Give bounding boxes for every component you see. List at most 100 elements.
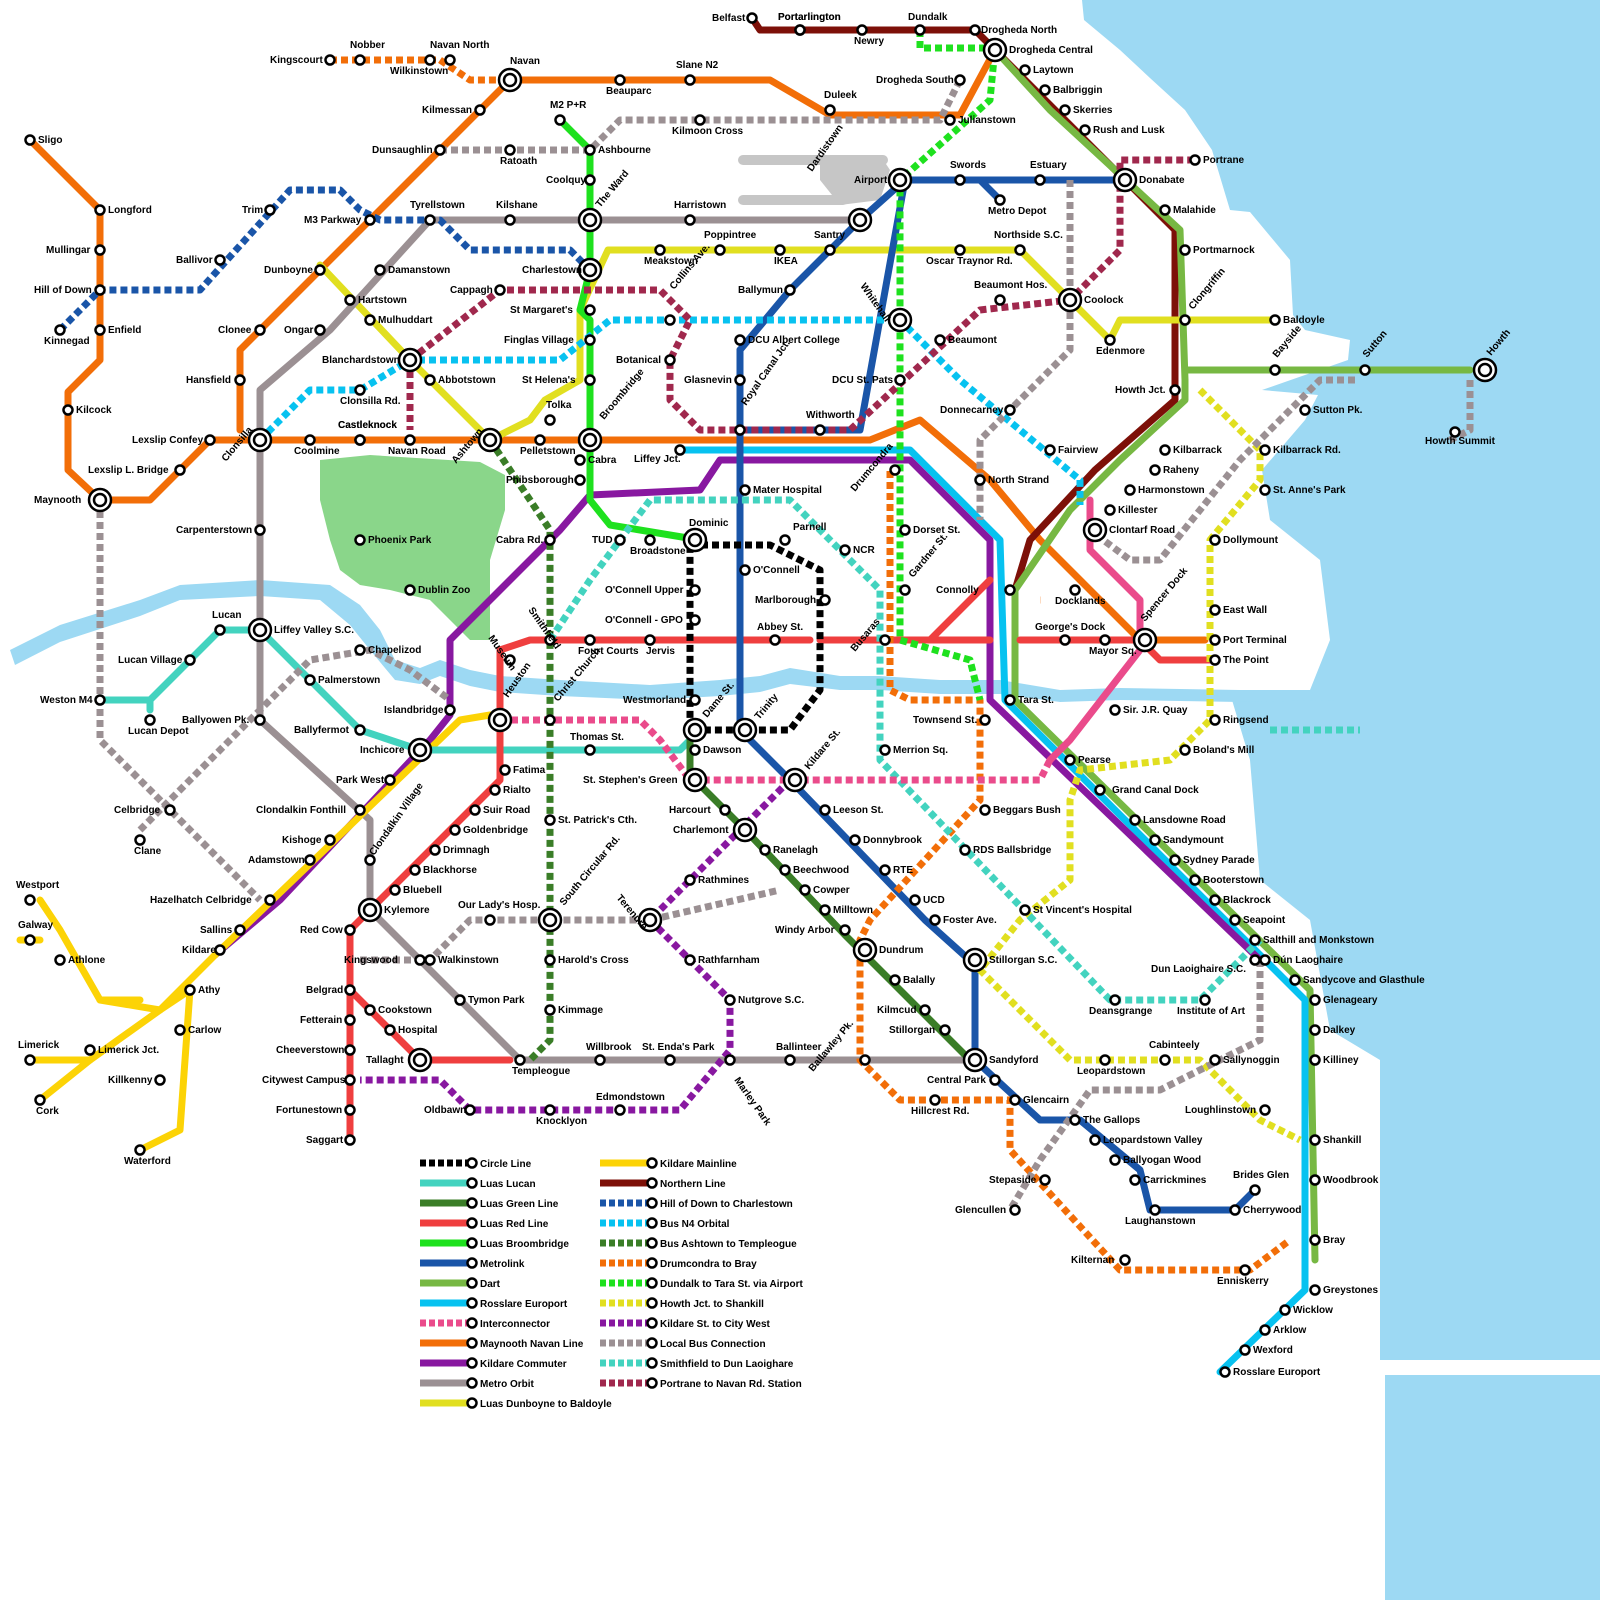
station-marker[interactable] bbox=[344, 984, 356, 996]
station-marker[interactable] bbox=[584, 374, 596, 386]
station-marker[interactable] bbox=[849, 834, 861, 846]
station-marker[interactable] bbox=[234, 374, 246, 386]
station-marker[interactable] bbox=[689, 584, 701, 596]
station-marker[interactable] bbox=[324, 834, 336, 846]
station-marker[interactable] bbox=[1309, 1234, 1321, 1246]
station-marker[interactable] bbox=[856, 24, 868, 36]
station-marker[interactable] bbox=[1129, 1174, 1141, 1186]
station-marker[interactable] bbox=[84, 1044, 96, 1056]
station-marker[interactable] bbox=[1069, 584, 1081, 596]
station-marker[interactable] bbox=[514, 1054, 526, 1066]
station-marker[interactable] bbox=[184, 984, 196, 996]
station-marker[interactable] bbox=[429, 844, 441, 856]
station-marker[interactable] bbox=[164, 804, 176, 816]
station-marker[interactable] bbox=[1259, 1324, 1271, 1336]
station-marker[interactable] bbox=[1149, 1204, 1161, 1216]
station-marker[interactable] bbox=[664, 314, 676, 326]
station-marker[interactable] bbox=[234, 924, 246, 936]
station-marker[interactable] bbox=[154, 1074, 166, 1086]
station-marker[interactable] bbox=[204, 434, 216, 446]
station-marker[interactable] bbox=[664, 354, 676, 366]
station-marker[interactable] bbox=[614, 534, 626, 546]
station-marker[interactable] bbox=[144, 714, 156, 726]
station-marker[interactable] bbox=[94, 204, 106, 216]
station-marker[interactable] bbox=[644, 634, 656, 646]
station-marker[interactable] bbox=[689, 614, 701, 626]
station-marker[interactable] bbox=[354, 724, 366, 736]
station-marker[interactable] bbox=[534, 434, 546, 446]
station-marker[interactable] bbox=[1004, 694, 1016, 706]
station-marker[interactable] bbox=[424, 374, 436, 386]
station-marker[interactable] bbox=[909, 894, 921, 906]
station-marker[interactable] bbox=[344, 1104, 356, 1116]
station-marker[interactable] bbox=[424, 54, 436, 66]
station-marker[interactable] bbox=[979, 714, 991, 726]
station-marker[interactable] bbox=[689, 694, 701, 706]
station-marker[interactable] bbox=[1189, 874, 1201, 886]
station-marker[interactable] bbox=[994, 294, 1006, 306]
station-marker[interactable] bbox=[974, 474, 986, 486]
station-marker[interactable] bbox=[714, 244, 726, 256]
station-marker[interactable] bbox=[1209, 534, 1221, 546]
station-marker[interactable] bbox=[544, 1104, 556, 1116]
station-marker[interactable] bbox=[1099, 634, 1111, 646]
station-marker[interactable] bbox=[484, 914, 496, 926]
station-marker[interactable] bbox=[954, 74, 966, 86]
station-marker[interactable] bbox=[574, 454, 586, 466]
station-marker[interactable] bbox=[264, 894, 276, 906]
station-marker[interactable] bbox=[724, 994, 736, 1006]
station-marker[interactable] bbox=[134, 834, 146, 846]
station-marker[interactable] bbox=[24, 894, 36, 906]
station-marker[interactable] bbox=[654, 244, 666, 256]
station-marker[interactable] bbox=[1239, 1264, 1251, 1276]
station-marker[interactable] bbox=[734, 374, 746, 386]
station-marker[interactable] bbox=[1249, 934, 1261, 946]
station-marker[interactable] bbox=[1209, 634, 1221, 646]
station-marker[interactable] bbox=[954, 174, 966, 186]
station-marker[interactable] bbox=[1259, 444, 1271, 456]
station-marker[interactable] bbox=[724, 1054, 736, 1066]
station-marker[interactable] bbox=[979, 804, 991, 816]
station-marker[interactable] bbox=[544, 954, 556, 966]
station-marker[interactable] bbox=[554, 114, 566, 126]
station-marker[interactable] bbox=[324, 54, 336, 66]
station-marker[interactable] bbox=[819, 804, 831, 816]
station-marker[interactable] bbox=[969, 24, 981, 36]
station-marker[interactable] bbox=[1309, 1134, 1321, 1146]
station-marker[interactable] bbox=[499, 764, 511, 776]
station-marker[interactable] bbox=[889, 974, 901, 986]
station-marker[interactable] bbox=[489, 784, 501, 796]
station-marker[interactable] bbox=[1249, 954, 1261, 966]
station-marker[interactable] bbox=[664, 1054, 676, 1066]
station-marker[interactable] bbox=[1299, 404, 1311, 416]
station-marker[interactable] bbox=[1239, 1344, 1251, 1356]
station-marker[interactable] bbox=[384, 774, 396, 786]
station-marker[interactable] bbox=[1229, 1204, 1241, 1216]
station-marker[interactable] bbox=[1259, 1104, 1271, 1116]
station-marker[interactable] bbox=[364, 314, 376, 326]
station-marker[interactable] bbox=[614, 74, 626, 86]
station-marker[interactable] bbox=[824, 244, 836, 256]
station-marker[interactable] bbox=[504, 654, 516, 666]
station-marker[interactable] bbox=[719, 804, 731, 816]
station-marker[interactable] bbox=[1019, 904, 1031, 916]
station-marker[interactable] bbox=[894, 374, 906, 386]
station-marker[interactable] bbox=[404, 584, 416, 596]
station-marker[interactable] bbox=[1309, 1174, 1321, 1186]
station-marker[interactable] bbox=[1209, 894, 1221, 906]
station-marker[interactable] bbox=[1044, 444, 1056, 456]
station-marker[interactable] bbox=[919, 1004, 931, 1016]
station-marker[interactable] bbox=[344, 294, 356, 306]
station-marker[interactable] bbox=[879, 864, 891, 876]
station-marker[interactable] bbox=[1069, 1114, 1081, 1126]
station-marker[interactable] bbox=[859, 1054, 871, 1066]
station-marker[interactable] bbox=[879, 634, 891, 646]
station-marker[interactable] bbox=[354, 534, 366, 546]
station-marker[interactable] bbox=[1199, 994, 1211, 1006]
station-marker[interactable] bbox=[94, 284, 106, 296]
station-marker[interactable] bbox=[954, 244, 966, 256]
station-marker[interactable] bbox=[899, 524, 911, 536]
station-marker[interactable] bbox=[24, 934, 36, 946]
station-marker[interactable] bbox=[644, 534, 656, 546]
station-marker[interactable] bbox=[1059, 104, 1071, 116]
